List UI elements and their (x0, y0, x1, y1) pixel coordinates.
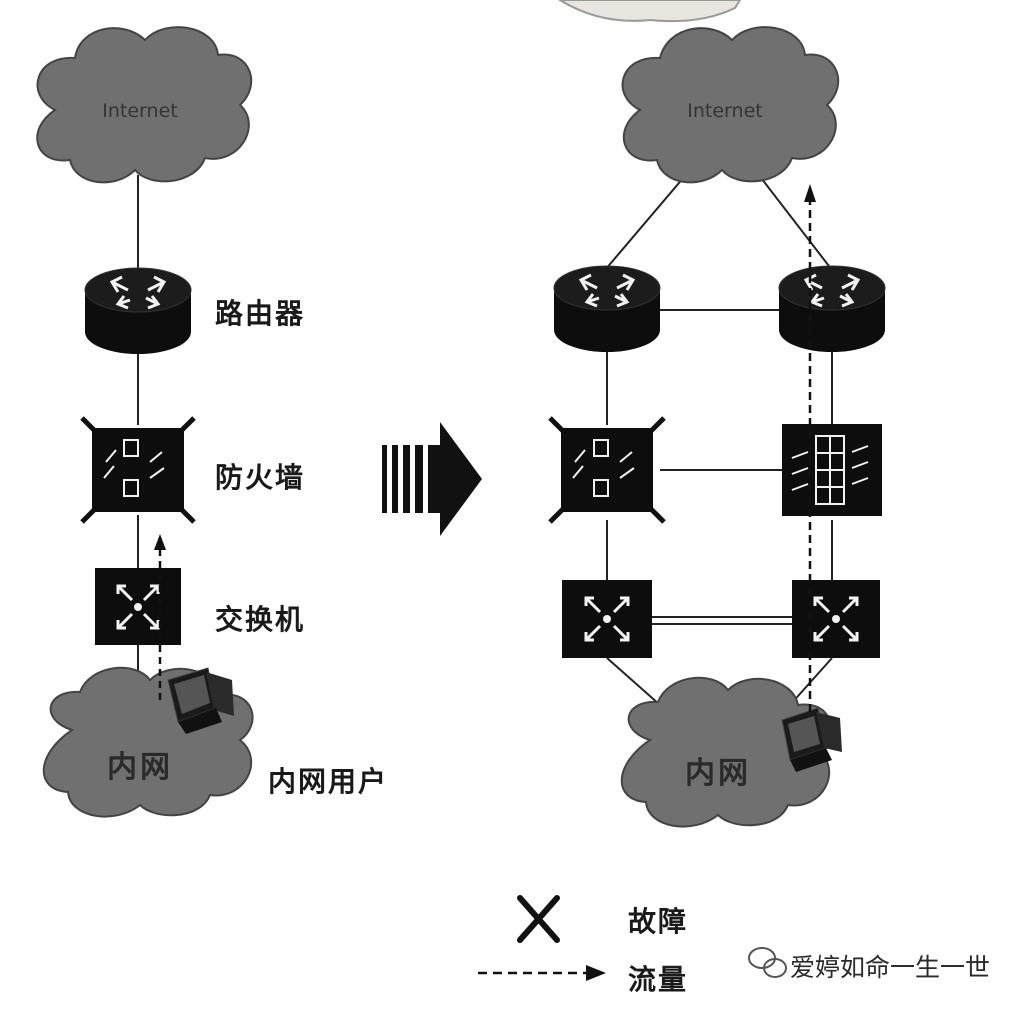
right-user-computer-icon (781, 707, 842, 772)
right-router-a-icon (553, 265, 661, 352)
legend-traffic-icon (478, 965, 606, 981)
left-firewall-icon (80, 416, 196, 524)
firewall-label: 防火墙 (215, 461, 306, 494)
right-router-b-icon (778, 265, 886, 352)
legend-fault-icon (517, 895, 560, 943)
right-firewall-b-icon (782, 424, 882, 516)
legend-fault-label: 故障 (628, 905, 689, 938)
top-decoration (558, 0, 742, 23)
switch-label: 交换机 (215, 603, 306, 636)
legend-traffic-label: 流量 (628, 963, 689, 996)
wechat-icon (748, 947, 787, 978)
right-internet-cloud (621, 26, 839, 184)
transition-arrow (382, 422, 482, 536)
left-intranet-label: 内网 (107, 750, 173, 785)
router-label: 路由器 (215, 297, 306, 330)
left-internet-label: Internet (102, 100, 178, 122)
right-switch-a-icon (562, 580, 652, 658)
left-internet-cloud (36, 26, 252, 184)
left-switch-icon (95, 568, 181, 645)
left-traffic-arrow (154, 534, 166, 700)
right-intranet-label: 内网 (685, 756, 751, 791)
right-internet-label: Internet (687, 100, 763, 122)
watermark-text: 爱婷如命一生一世 (790, 953, 991, 982)
user-label: 内网用户 (268, 765, 389, 798)
left-user-computer-icon (167, 667, 234, 734)
right-traffic-arrow (804, 184, 816, 712)
right-firewall-a-icon (548, 416, 666, 524)
left-router-icon (84, 267, 192, 354)
right-switch-b-icon (792, 580, 880, 658)
